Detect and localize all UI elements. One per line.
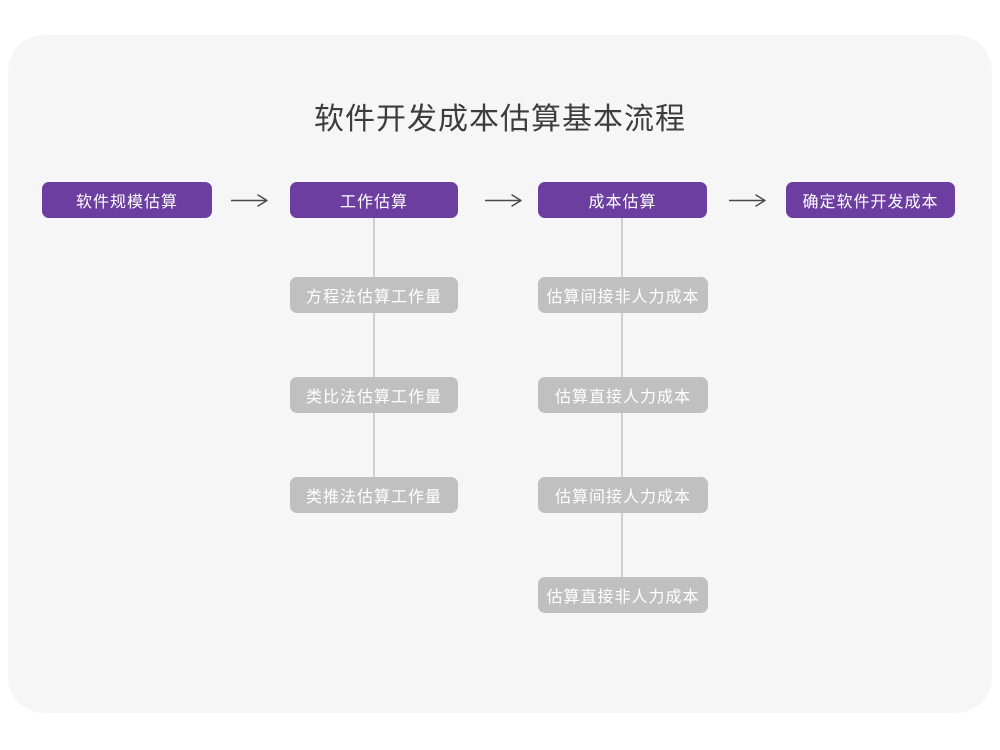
sub-node-indirect-labor-cost: 估算间接人力成本 — [538, 477, 708, 513]
flow-node-work-estimation: 工作估算 — [290, 182, 458, 218]
sub-node-equation-method-workload: 方程法估算工作量 — [290, 277, 458, 313]
diagram-card-background — [8, 35, 992, 713]
diagram-title: 软件开发成本估算基本流程 — [314, 103, 686, 136]
connector-line-work-estimation — [373, 218, 375, 495]
sub-node-direct-labor-cost: 估算直接人力成本 — [538, 377, 708, 413]
right-arrow-icon — [729, 194, 766, 207]
sub-node-analogy-method-workload: 类比法估算工作量 — [290, 377, 458, 413]
flow-node-determine-software-dev-cost: 确定软件开发成本 — [786, 182, 955, 218]
right-arrow-icon — [485, 194, 522, 207]
flow-node-cost-estimation: 成本估算 — [538, 182, 707, 218]
flow-node-software-scale-estimation: 软件规模估算 — [42, 182, 212, 218]
sub-node-indirect-nonlabor-cost: 估算间接非人力成本 — [538, 277, 708, 313]
sub-node-extrapolation-method-workload: 类推法估算工作量 — [290, 477, 458, 513]
right-arrow-icon — [231, 194, 268, 207]
sub-node-direct-nonlabor-cost: 估算直接非人力成本 — [538, 577, 708, 613]
